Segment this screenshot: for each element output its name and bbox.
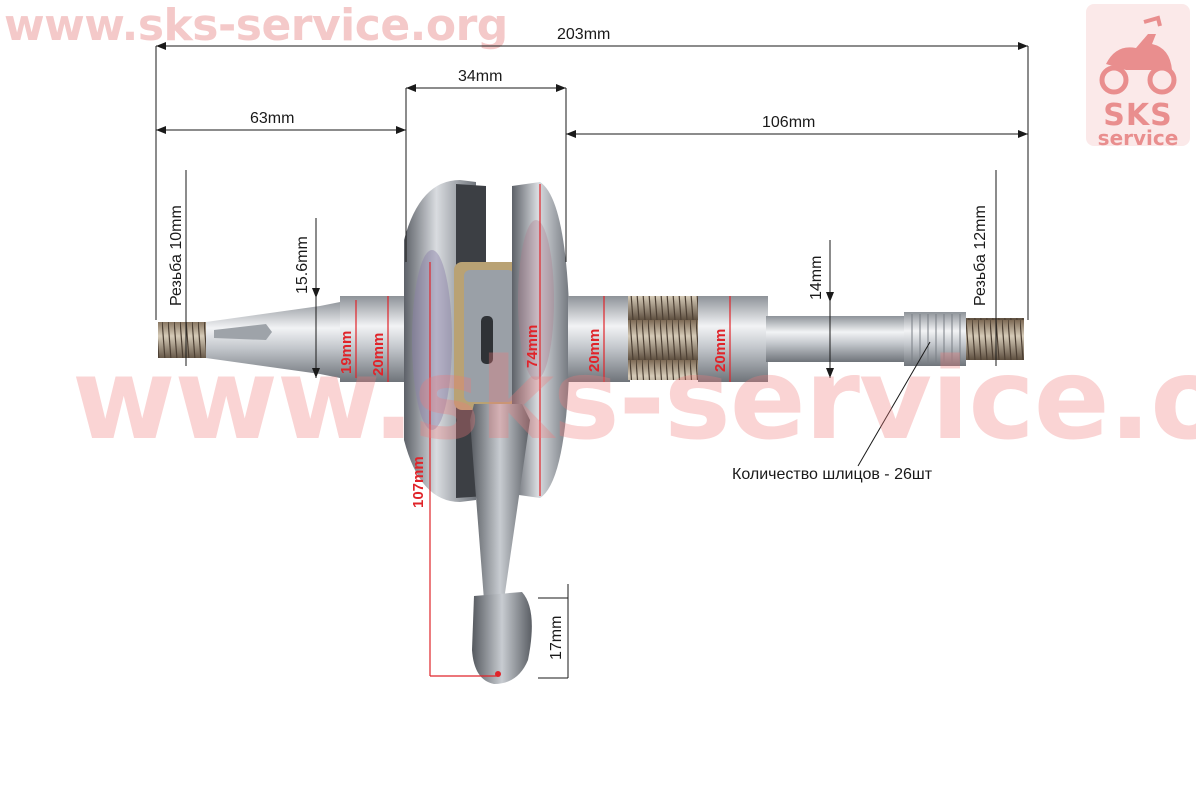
label-crank-width: 34mm bbox=[458, 68, 503, 85]
dimension-lines-black bbox=[155, 45, 1029, 679]
left-journal bbox=[340, 296, 408, 382]
sks-logo: SKS service bbox=[1086, 4, 1190, 150]
label-right-thread: Резьба 12mm bbox=[972, 205, 989, 306]
label-right-bearing-1: 20mm bbox=[586, 328, 603, 372]
spline-section bbox=[904, 312, 966, 366]
label-left-taper: 15.6mm bbox=[294, 236, 311, 294]
connecting-rod bbox=[470, 404, 532, 684]
label-left-bearing-19: 19mm bbox=[338, 330, 355, 374]
label-small-end: 17mm bbox=[548, 615, 565, 660]
logo-text-sks: SKS bbox=[1103, 98, 1173, 133]
right-journal-2 bbox=[698, 296, 768, 382]
left-taper-shaft bbox=[206, 300, 350, 380]
label-rod-length: 107mm bbox=[410, 456, 427, 508]
dimension-arrows bbox=[156, 42, 1028, 378]
label-spline-count: Количество шлицов - 26шт bbox=[732, 466, 933, 483]
label-left-thread: Резьба 10mm bbox=[168, 205, 185, 306]
watermark-top: www.sks-service.org bbox=[4, 0, 508, 51]
label-left-bearing-20: 20mm bbox=[370, 332, 387, 376]
logo-text-service: service bbox=[1097, 126, 1179, 150]
crank-pin-bearing bbox=[454, 262, 524, 410]
dimension-lines-red bbox=[355, 184, 731, 677]
worm-gear bbox=[628, 296, 700, 380]
label-web-diameter: 74mm bbox=[524, 324, 541, 368]
label-left-shaft: 63mm bbox=[250, 110, 295, 127]
label-right-shaft-diameter: 14mm bbox=[808, 255, 825, 300]
right-shaft bbox=[766, 316, 906, 362]
right-thread-end bbox=[966, 318, 1024, 360]
watermark-center: www.sks-service.org bbox=[72, 335, 1196, 465]
left-thread-end bbox=[158, 322, 208, 358]
label-right-shaft: 106mm bbox=[762, 114, 816, 131]
right-journal-1 bbox=[568, 296, 630, 382]
scooter-icon bbox=[1086, 4, 1190, 146]
label-right-bearing-2: 20mm bbox=[712, 328, 729, 372]
label-overall-length: 203mm bbox=[557, 26, 611, 43]
